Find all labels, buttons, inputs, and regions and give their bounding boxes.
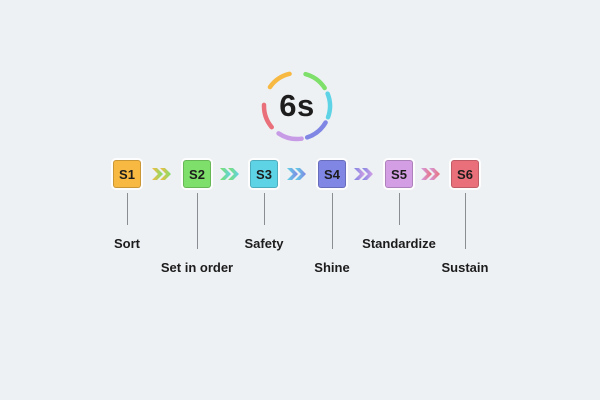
chevron-shape [421,168,432,180]
step-label-safety: Safety [244,236,284,251]
chevron-arrow-icon [152,168,171,180]
ring-segment [267,71,292,90]
step-box-s1: S1 [113,160,141,188]
chevron-arrow-icon [287,168,306,180]
connector-line-s4 [332,193,333,249]
step-label-set-in-order: Set in order [160,260,234,275]
step-label-sustain: Sustain [441,260,489,275]
step-box-s3: S3 [250,160,278,188]
chevron-shape [362,168,373,180]
connector-line-s3 [264,193,265,225]
connector-line-s5 [399,193,400,225]
ring-segment [261,102,274,130]
chevron-shape [287,168,298,180]
step-label-sort: Sort [114,236,140,251]
ring-segment [276,131,304,142]
chevron-shape [429,168,440,180]
connector-line-s2 [197,193,198,249]
diagram-title: 6s [279,88,315,123]
step-box-s4: S4 [318,160,346,188]
connector-line-s6 [465,193,466,249]
step-box-s5: S5 [385,160,413,188]
step-box-s2: S2 [183,160,211,188]
ring-segment [304,120,328,140]
chevron-arrow-icon [421,168,440,180]
step-box-s6: S6 [451,160,479,188]
chevron-arrow-icon [220,168,239,180]
six-s-ring-icon [261,71,333,142]
chevron-shape [152,168,163,180]
chevron-shape [160,168,171,180]
chevron-shape [220,168,231,180]
ring-segment [303,71,327,91]
step-label-shine: Shine [314,260,350,275]
chevron-shape [228,168,239,180]
chevron-shape [295,168,306,180]
chevron-arrow-icon [354,168,373,180]
chevron-shape [354,168,365,180]
connector-line-s1 [127,193,128,225]
ring-segment [325,91,333,120]
step-label-standardize: Standardize [362,236,436,251]
